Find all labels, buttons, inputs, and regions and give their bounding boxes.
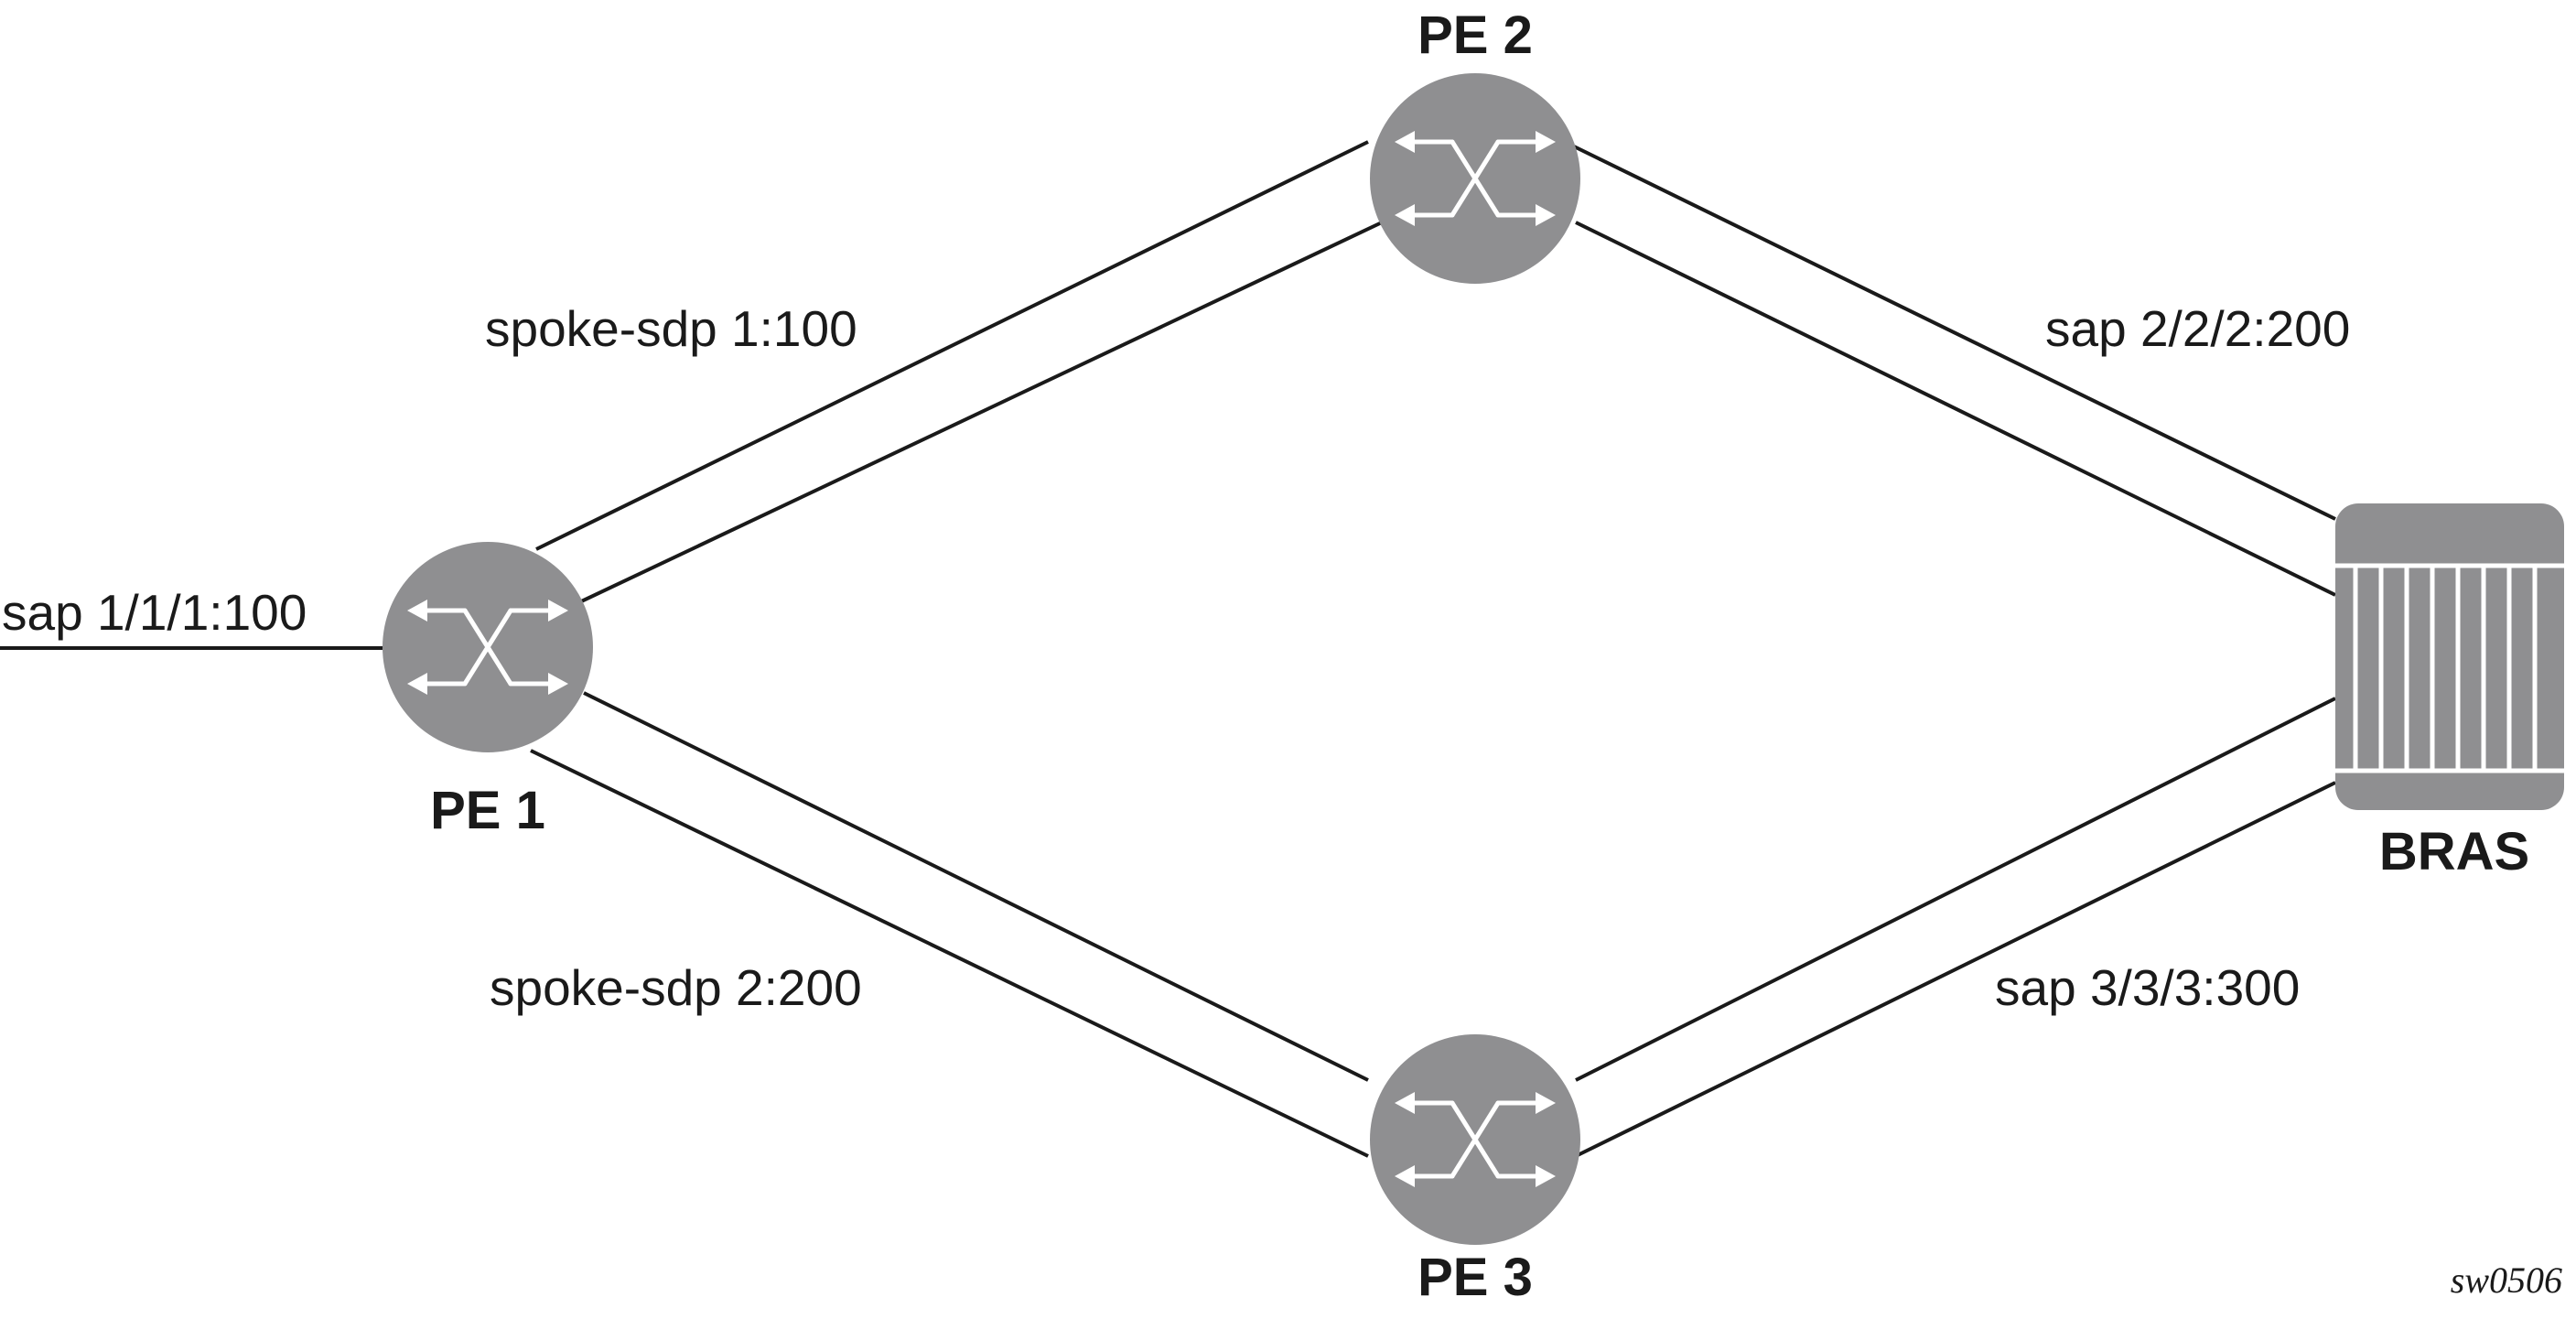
node-pe2: PE 2 (1370, 5, 1580, 284)
link-pe1-pe3-lower (530, 749, 1369, 1158)
link-pe1-pe2-upper (535, 140, 1369, 551)
link-pe2-bras-lower (1575, 221, 2336, 597)
node-label-bras: BRAS (2379, 822, 2529, 881)
link-label-pe2-bras: sap 2/2/2:200 (2045, 300, 2350, 357)
node-pe1: PE 1 (383, 542, 593, 840)
link-label-access-sap: sap 1/1/1:100 (2, 584, 307, 641)
link-label-pe1-pe2: spoke-sdp 1:100 (485, 300, 857, 357)
node-label-pe3: PE 3 (1417, 1248, 1533, 1307)
link-pe3-bras-upper (1575, 697, 2336, 1082)
bras-slot (2404, 563, 2435, 773)
link-pe3-bras-lower (1575, 781, 2336, 1158)
link-pe1-pe3-upper (583, 691, 1369, 1082)
node-pe3: PE 3 (1370, 1034, 1580, 1307)
bras-slot (2481, 563, 2512, 773)
bras-slot (2430, 563, 2461, 773)
node-label-pe1: PE 1 (430, 781, 545, 840)
node-label-pe2: PE 2 (1417, 5, 1533, 65)
link-pe1-pe2-lower (559, 221, 1383, 613)
node-bras: BRAS (2335, 503, 2564, 881)
bras-slot (2378, 563, 2409, 773)
bras-slot (2506, 563, 2538, 773)
figure-id: sw0506 (2451, 1260, 2562, 1301)
link-labels: spoke-sdp 1:100 spoke-sdp 2:200 sap 1/1/… (2, 300, 2350, 1016)
link-pe2-bras-upper (1573, 145, 2336, 521)
bras-slot (2455, 563, 2486, 773)
link-label-pe1-pe3: spoke-sdp 2:200 (490, 959, 862, 1016)
link-label-pe3-bras: sap 3/3/3:300 (1995, 959, 2300, 1016)
links (0, 140, 2336, 1158)
bras-slot (2353, 563, 2384, 773)
